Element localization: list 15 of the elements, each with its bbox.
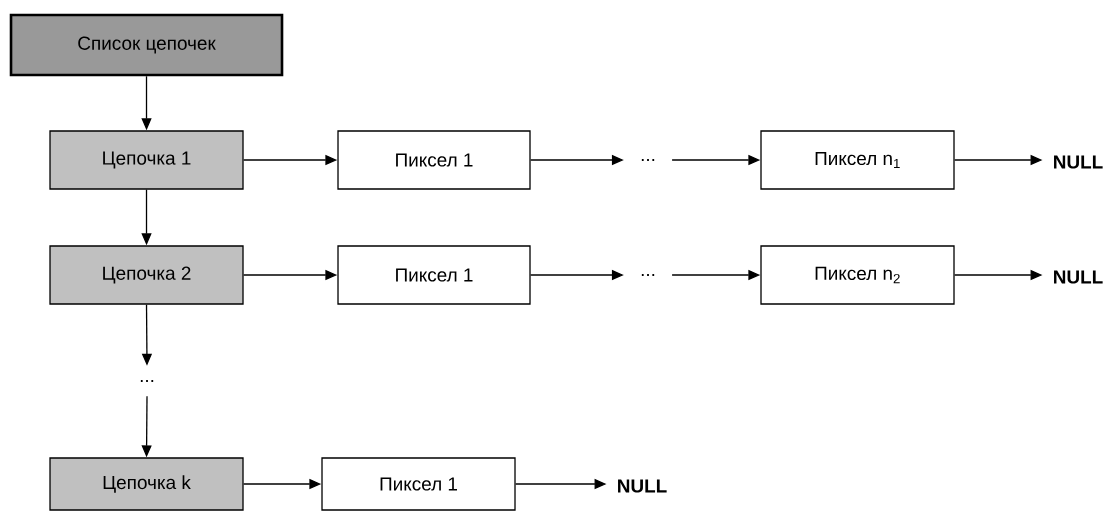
null-label: NULL bbox=[1054, 155, 1103, 169]
ellipsis: ... bbox=[140, 380, 154, 382]
list-box: Список цепочек bbox=[9, 13, 284, 77]
ellipsis: ... bbox=[641, 274, 655, 276]
pixel-box: Пиксел 1 bbox=[337, 130, 531, 190]
chain-box: Цепочка 1 bbox=[49, 130, 244, 190]
chain-box: Цепочка 2 bbox=[49, 245, 244, 305]
ellipsis: ... bbox=[641, 159, 655, 161]
null-label: NULL bbox=[1054, 270, 1103, 284]
pixel-box: Пиксел 1 bbox=[321, 457, 516, 511]
pixel-box: Пиксел n$_{2}$ bbox=[760, 245, 955, 305]
pixel-box: Пиксел n$_{1}$ bbox=[760, 130, 955, 190]
null-label: NULL bbox=[618, 479, 667, 493]
pixel-box: Пиксел 1 bbox=[337, 245, 531, 305]
chain-box: Цепочка k bbox=[49, 457, 244, 511]
